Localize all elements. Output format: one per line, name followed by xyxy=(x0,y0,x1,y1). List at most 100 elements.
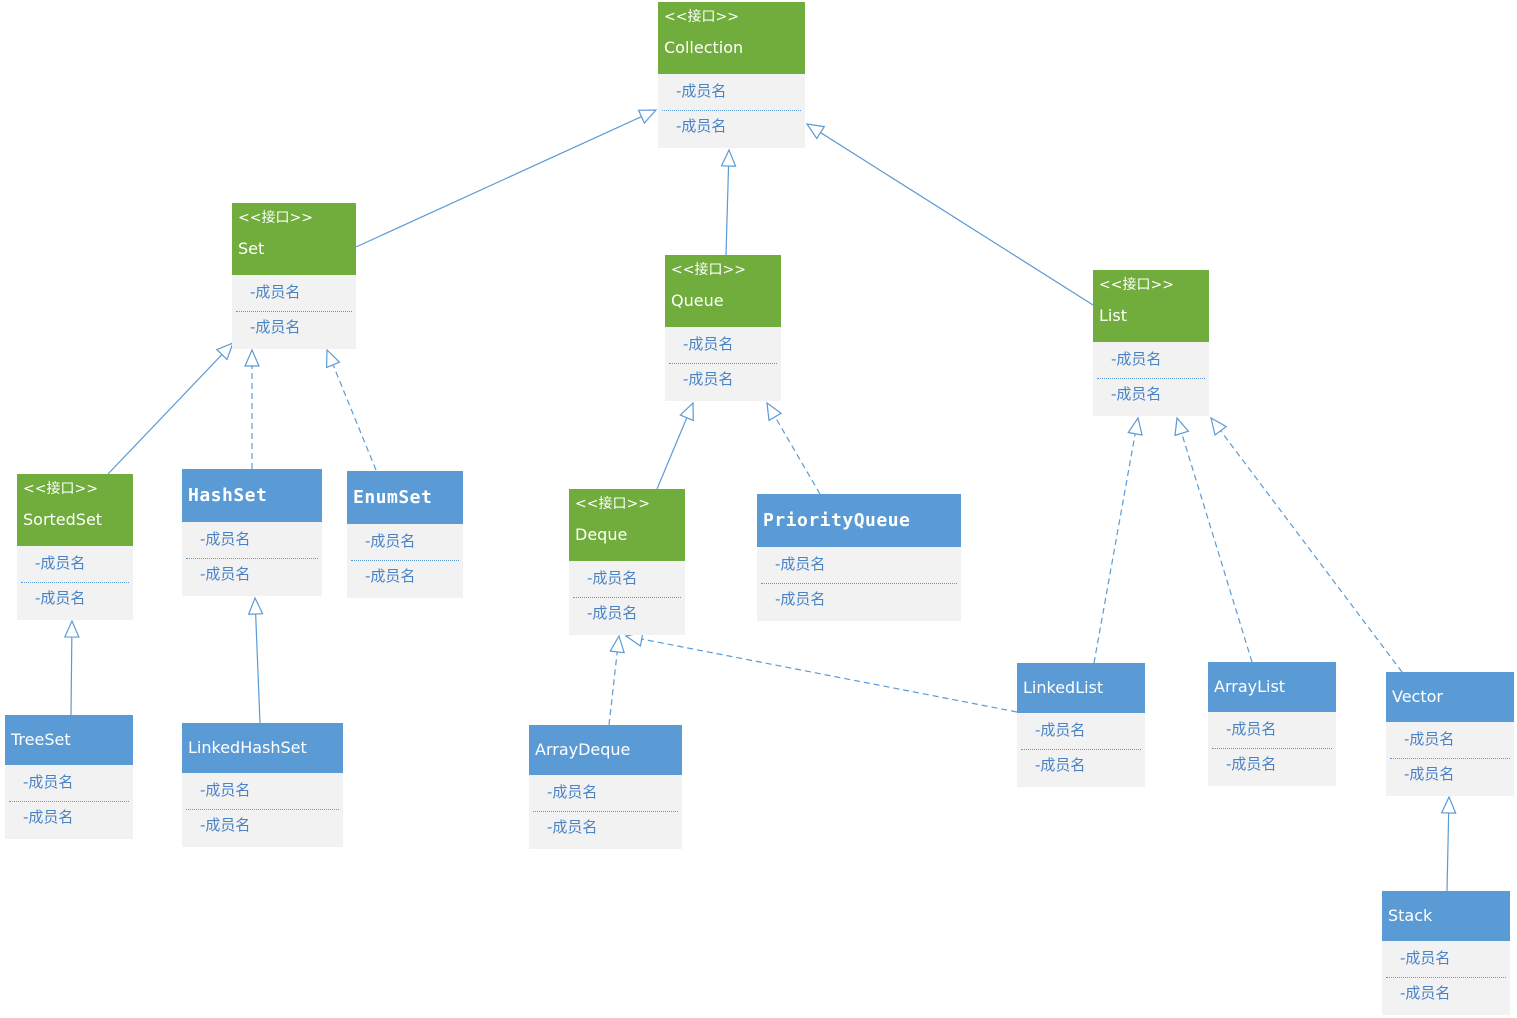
edge-deque-to-queue xyxy=(656,417,688,490)
stereotype-label: <<接口>> xyxy=(664,9,739,25)
node-members: -成员名 -成员名 xyxy=(232,275,356,349)
node-members: -成员名 -成员名 xyxy=(1093,342,1209,416)
node-list[interactable]: <<接口>> List -成员名 -成员名 xyxy=(1093,270,1209,416)
node-arraylist[interactable]: ArrayList -成员名 -成员名 xyxy=(1208,662,1336,786)
member-label: -成员名 xyxy=(1111,350,1162,368)
member-divider xyxy=(761,583,957,584)
member-label: -成员名 xyxy=(676,82,727,100)
node-title: EnumSet xyxy=(353,486,433,508)
node-header: <<接口>> List xyxy=(1093,270,1209,342)
arrowhead-hashset-to-set xyxy=(244,348,260,367)
arrowhead-enumset-to-set xyxy=(325,348,341,369)
edge-set-to-collection xyxy=(355,116,642,248)
node-header: EnumSet xyxy=(347,471,463,524)
node-header: LinkedHashSet xyxy=(182,723,343,773)
member-divider xyxy=(1021,749,1141,750)
arrowhead-linkedlist-to-list xyxy=(1127,416,1143,436)
member-divider xyxy=(236,311,352,312)
member-label: -成员名 xyxy=(1404,765,1455,783)
node-title: PriorityQueue xyxy=(763,509,911,531)
node-header: Vector xyxy=(1386,672,1514,722)
node-stack[interactable]: Stack -成员名 -成员名 xyxy=(1382,891,1510,1015)
member-label: -成员名 xyxy=(365,567,416,585)
node-title: LinkedHashSet xyxy=(188,738,307,757)
edge-stack-to-vector xyxy=(1446,812,1450,892)
node-sortedset[interactable]: <<接口>> SortedSet -成员名 -成员名 xyxy=(17,474,133,620)
node-members: -成员名 -成员名 xyxy=(347,524,463,598)
node-treeset[interactable]: TreeSet -成员名 -成员名 xyxy=(5,715,133,839)
member-label: -成员名 xyxy=(35,554,86,572)
node-title: List xyxy=(1099,306,1127,325)
member-divider xyxy=(573,597,681,598)
node-hashset[interactable]: HashSet -成员名 -成员名 xyxy=(182,469,322,596)
arrowhead-arraydeque-to-deque xyxy=(609,634,626,654)
edge-sortedset-to-set xyxy=(107,354,223,475)
node-header: <<接口>> Set xyxy=(232,203,356,275)
member-label: -成员名 xyxy=(35,589,86,607)
node-title: Deque xyxy=(575,525,628,544)
member-label: -成员名 xyxy=(1226,720,1277,738)
node-title: Stack xyxy=(1388,906,1433,925)
node-title: TreeSet xyxy=(11,730,71,749)
node-title: Vector xyxy=(1392,687,1443,706)
node-linkedhashset[interactable]: LinkedHashSet -成员名 -成员名 xyxy=(182,723,343,847)
member-label: -成员名 xyxy=(1400,984,1451,1002)
node-priorityqueue[interactable]: PriorityQueue -成员名 -成员名 xyxy=(757,494,961,621)
node-collection[interactable]: <<接口>> Collection -成员名 -成员名 xyxy=(658,2,805,148)
arrowhead-set-to-collection xyxy=(637,109,658,125)
member-divider xyxy=(1386,977,1506,978)
arrowhead-stack-to-vector xyxy=(1440,795,1457,814)
arrowhead-queue-to-collection xyxy=(720,148,737,167)
member-label: -成员名 xyxy=(547,783,598,801)
node-title: ArrayDeque xyxy=(535,740,631,759)
edge-arraylist-to-list xyxy=(1181,433,1253,663)
node-arraydeque[interactable]: ArrayDeque -成员名 -成员名 xyxy=(529,725,682,849)
node-queue[interactable]: <<接口>> Queue -成员名 -成员名 xyxy=(665,255,781,401)
node-header: HashSet xyxy=(182,469,322,522)
member-label: -成员名 xyxy=(683,335,734,353)
member-label: -成员名 xyxy=(250,283,301,301)
member-label: -成员名 xyxy=(365,532,416,550)
node-set[interactable]: <<接口>> Set -成员名 -成员名 xyxy=(232,203,356,349)
node-members: -成员名 -成员名 xyxy=(182,773,343,847)
member-label: -成员名 xyxy=(23,773,74,791)
stereotype-label: <<接口>> xyxy=(671,262,746,278)
member-label: -成员名 xyxy=(23,808,74,826)
member-divider xyxy=(351,560,459,561)
node-title: HashSet xyxy=(188,484,268,506)
member-label: -成员名 xyxy=(1035,756,1086,774)
stereotype-label: <<接口>> xyxy=(575,496,650,512)
edge-treeset-to-sortedset xyxy=(70,636,73,716)
node-title: ArrayList xyxy=(1214,677,1286,696)
member-label: -成员名 xyxy=(775,555,826,573)
node-linkedlist[interactable]: LinkedList -成员名 -成员名 xyxy=(1017,663,1145,787)
stereotype-label: <<接口>> xyxy=(238,210,313,226)
node-header: <<接口>> Deque xyxy=(569,489,685,561)
node-members: -成员名 -成员名 xyxy=(1208,712,1336,786)
node-title: Queue xyxy=(671,291,724,310)
node-header: <<接口>> SortedSet xyxy=(17,474,133,546)
member-divider xyxy=(1097,378,1205,379)
member-label: -成员名 xyxy=(1111,385,1162,403)
edge-queue-to-collection xyxy=(725,165,730,256)
node-members: -成员名 -成员名 xyxy=(1386,722,1514,796)
node-vector[interactable]: Vector -成员名 -成员名 xyxy=(1386,672,1514,796)
member-divider xyxy=(21,582,129,583)
node-members: -成员名 -成员名 xyxy=(529,775,682,849)
arrowhead-treeset-to-sortedset xyxy=(63,619,80,638)
node-members: -成员名 -成员名 xyxy=(182,522,322,596)
edge-linkedlist-to-list xyxy=(1093,433,1136,664)
node-header: <<接口>> Collection xyxy=(658,2,805,74)
member-label: -成员名 xyxy=(1400,949,1451,967)
node-members: -成员名 -成员名 xyxy=(658,74,805,148)
node-title: LinkedList xyxy=(1023,678,1104,697)
node-enumset[interactable]: EnumSet -成员名 -成员名 xyxy=(347,471,463,598)
member-label: -成员名 xyxy=(587,604,638,622)
arrowhead-list-to-collection xyxy=(805,123,826,140)
member-label: -成员名 xyxy=(250,318,301,336)
member-divider xyxy=(662,110,801,111)
node-members: -成员名 -成员名 xyxy=(569,561,685,635)
node-header: ArrayDeque xyxy=(529,725,682,775)
node-deque[interactable]: <<接口>> Deque -成员名 -成员名 xyxy=(569,489,685,635)
